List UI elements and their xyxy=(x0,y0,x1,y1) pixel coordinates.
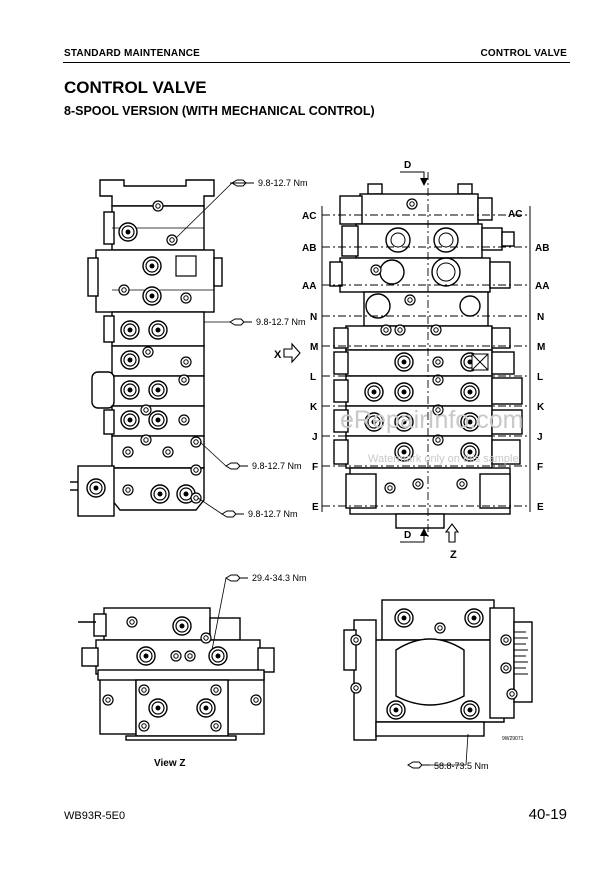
torque-callout-1: 9.8-12.7 Nm xyxy=(175,178,308,239)
torque-value-6: 58.8-73.5 Nm xyxy=(434,761,489,771)
svg-text:AA: AA xyxy=(302,281,316,292)
spring-coil xyxy=(514,631,528,675)
right-front-view xyxy=(329,183,523,529)
svg-text:AB: AB xyxy=(302,243,316,254)
svg-text:D: D xyxy=(404,160,411,171)
svg-text:N: N xyxy=(537,312,544,323)
svg-text:Z: Z xyxy=(450,549,457,561)
torque-callout-6: 58.8-73.5 Nm xyxy=(407,733,489,771)
torque-callout-4: 9.8-12.7 Nm xyxy=(197,497,298,519)
watermark: eRepairInfo.com Watermark only on this s… xyxy=(340,406,523,465)
section-labels-right: AC AB AA N M L K J F E xyxy=(508,209,549,513)
torque-value-2: 9.8-12.7 Nm xyxy=(256,317,306,327)
svg-text:eRepairInfo.com: eRepairInfo.com xyxy=(340,406,523,434)
svg-text:AB: AB xyxy=(535,243,549,254)
svg-text:D: D xyxy=(404,530,411,541)
svg-text:X: X xyxy=(274,349,282,361)
svg-text:AC: AC xyxy=(302,211,316,222)
torque-callout-5: 29.4-34.3 Nm xyxy=(211,573,307,651)
view-z-arrow: Z xyxy=(444,523,460,561)
footer-page-number: 40-19 xyxy=(528,806,567,823)
section-lines xyxy=(322,172,528,540)
svg-text:F: F xyxy=(537,462,543,473)
section-d-markers: D D xyxy=(400,160,428,543)
svg-text:J: J xyxy=(537,432,543,443)
right-view-ports xyxy=(364,198,481,494)
header-rule xyxy=(63,62,570,63)
header-section: STANDARD MAINTENANCE xyxy=(64,48,201,59)
footer-model: WB93R-5E0 xyxy=(64,810,126,822)
svg-text:N: N xyxy=(310,312,317,323)
svg-text:M: M xyxy=(310,342,318,353)
svg-text:AC: AC xyxy=(508,209,522,220)
torque-value-5: 29.4-34.3 Nm xyxy=(252,573,307,583)
svg-text:K: K xyxy=(537,402,545,413)
svg-text:L: L xyxy=(310,372,316,383)
header-topic: CONTROL VALVE xyxy=(480,48,567,59)
torque-callout-3: 9.8-12.7 Nm xyxy=(199,441,302,471)
svg-text:K: K xyxy=(310,402,318,413)
view-x-arrow: X xyxy=(274,342,301,364)
svg-text:J: J xyxy=(312,432,318,443)
section-dimension-bars xyxy=(321,206,531,512)
section-labels-left: AC AB AA N M L K J F E xyxy=(302,211,319,513)
svg-text:M: M xyxy=(537,342,545,353)
torque-value-4: 9.8-12.7 Nm xyxy=(248,509,298,519)
torque-value-1: 9.8-12.7 Nm xyxy=(258,178,308,188)
view-z-label: View Z xyxy=(154,758,186,769)
svg-text:E: E xyxy=(537,502,544,513)
view-z-drawing xyxy=(78,607,275,741)
svg-text:AA: AA xyxy=(535,281,549,292)
page-title: CONTROL VALVE xyxy=(64,78,207,97)
svg-text:F: F xyxy=(312,462,318,473)
torque-value-3: 9.8-12.7 Nm xyxy=(252,461,302,471)
torque-callout-2: 9.8-12.7 Nm xyxy=(204,317,306,327)
svg-text:L: L xyxy=(537,372,543,383)
figure-code: 9W29071 xyxy=(502,736,524,742)
svg-text:Watermark only on this sample: Watermark only on this sample xyxy=(368,453,519,465)
page-subtitle: 8-SPOOL VERSION (WITH MECHANICAL CONTROL… xyxy=(64,104,375,118)
svg-text:E: E xyxy=(312,502,319,513)
square-port xyxy=(175,255,197,277)
